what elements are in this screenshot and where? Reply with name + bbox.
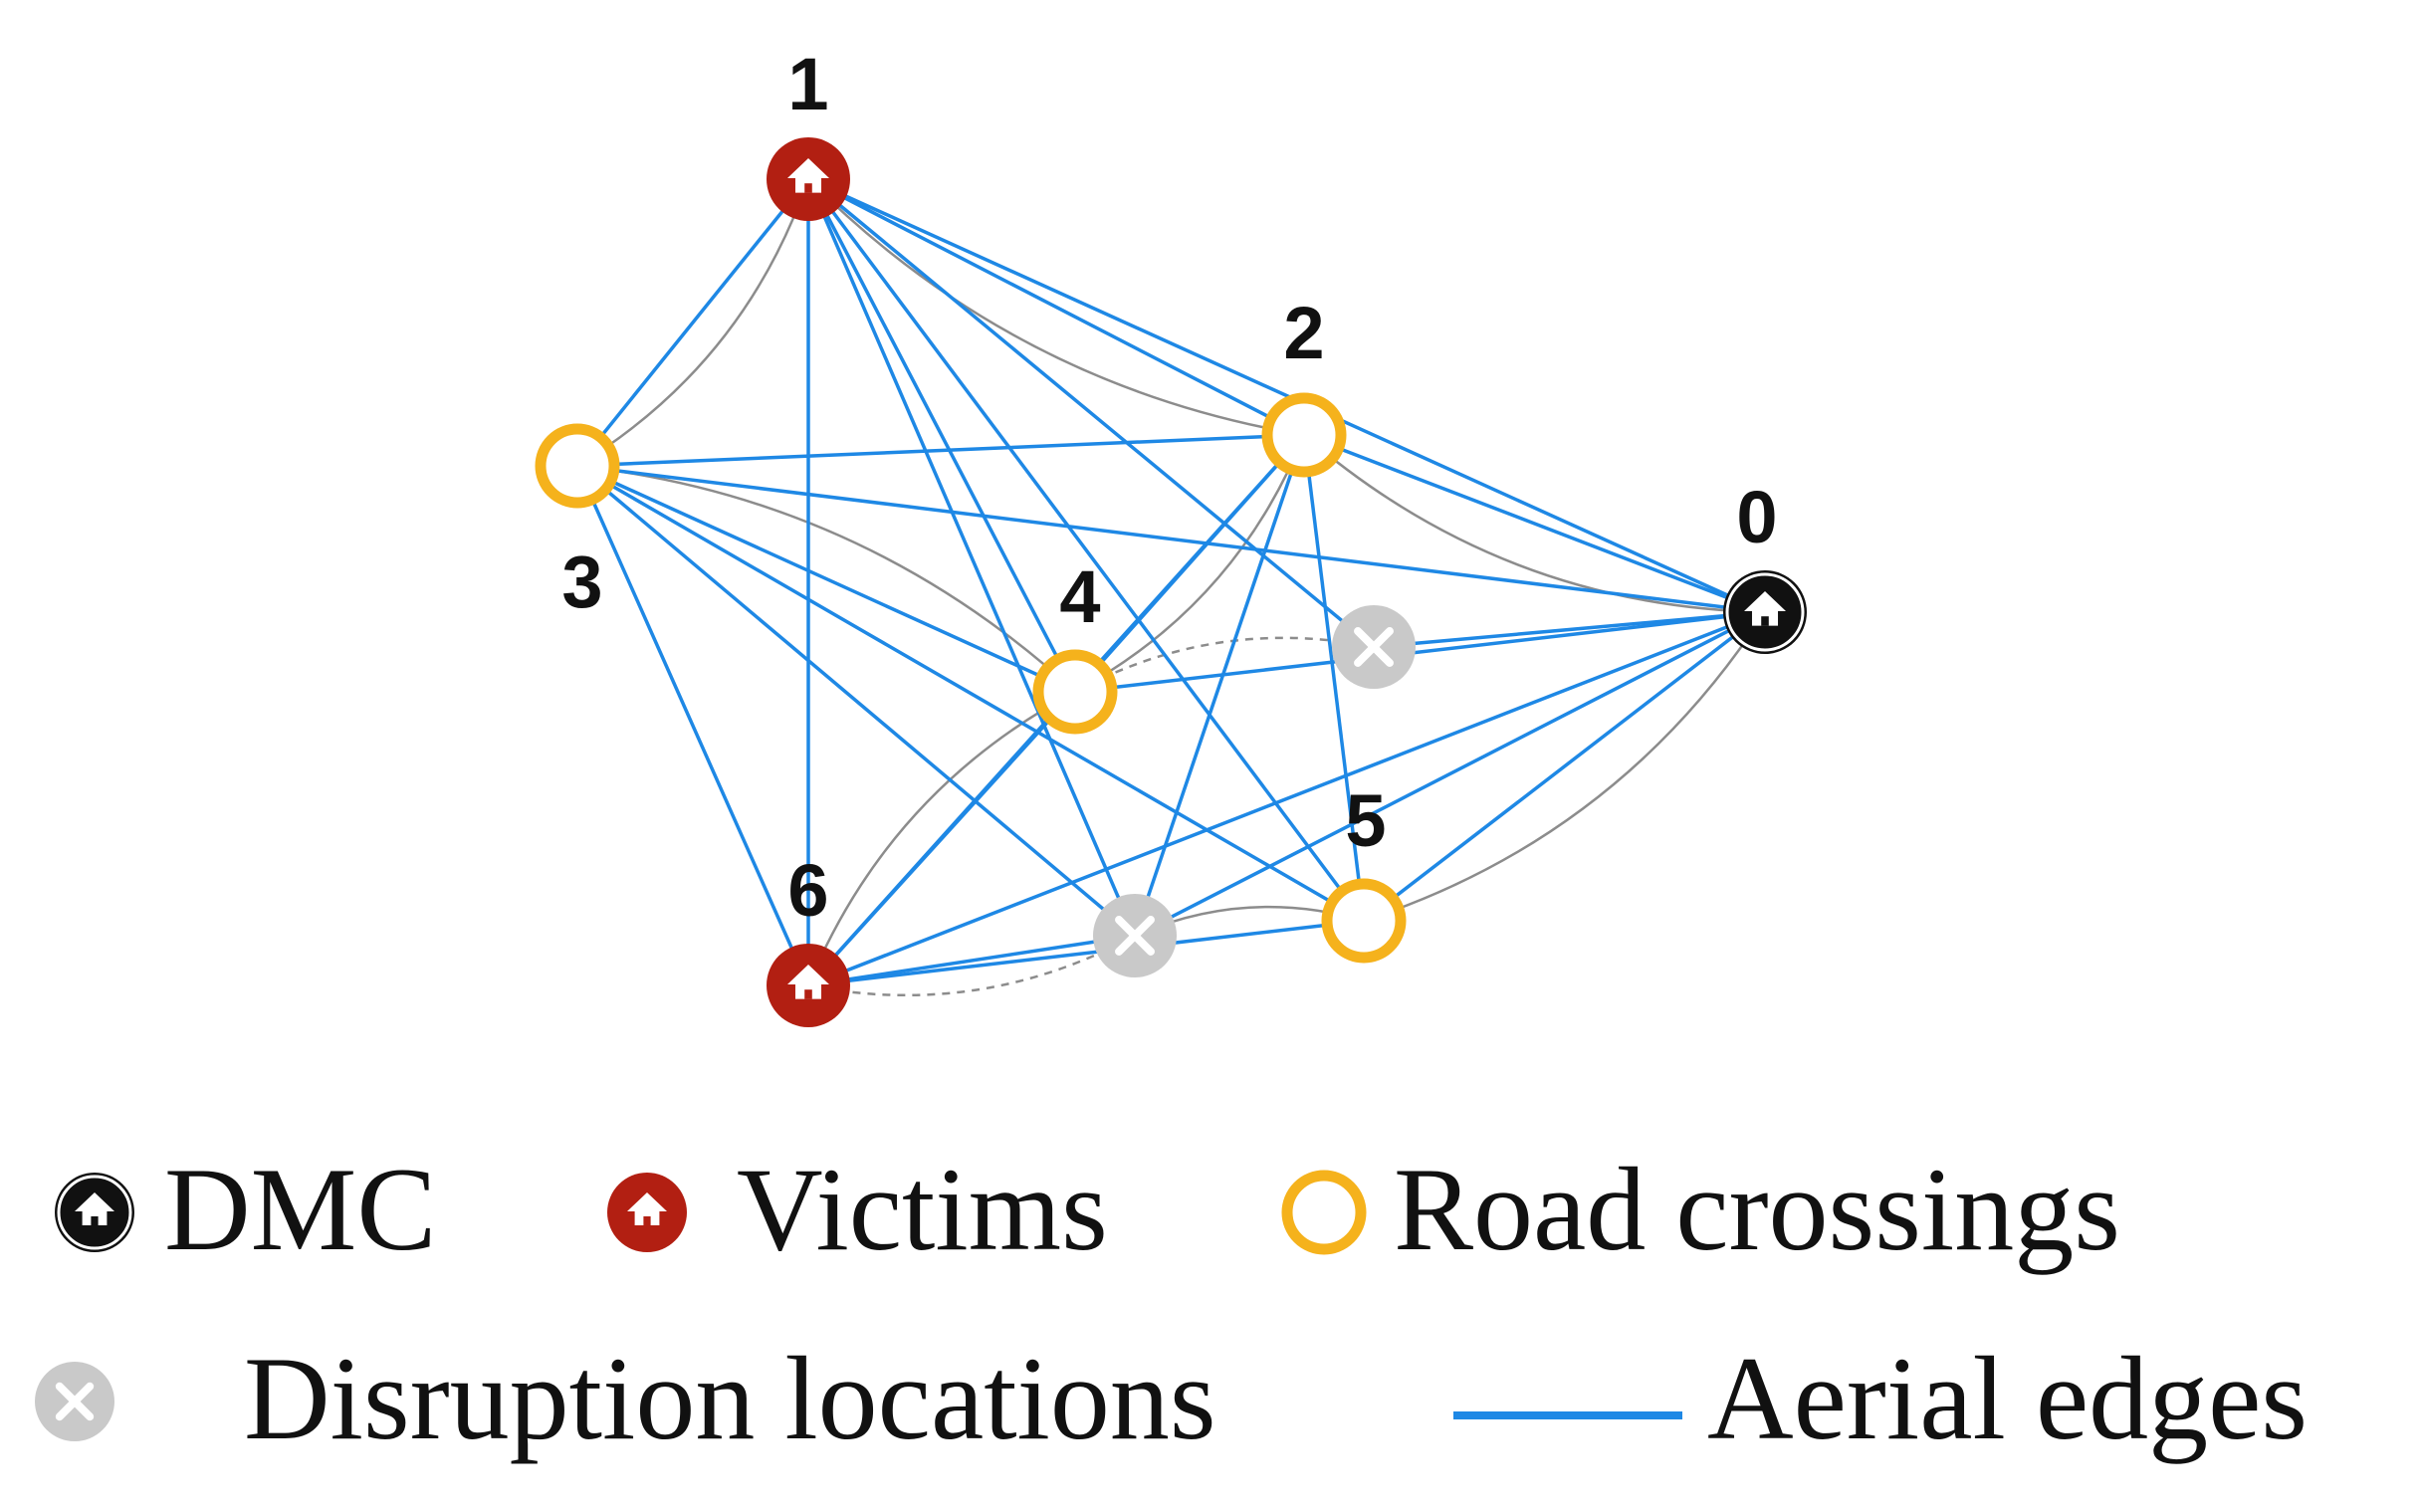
aerial-edge [1373,610,1766,649]
aerial-edge [807,177,1766,614]
node-crossing-3 [535,423,620,509]
aerial-edge [806,690,1077,987]
aerial-edge [576,433,1305,468]
legend-item-aerial-edges: Aerial edges [1453,1332,2308,1464]
node-labels: 0 1 2 3 4 5 6 [561,43,1777,932]
legend-item-victims: Victims [607,1143,1108,1275]
victim-home-icon [607,1173,687,1252]
house-shape [1744,591,1786,626]
house-ring [1725,572,1805,652]
node-victim-1 [767,137,850,221]
house-ring [57,1175,132,1250]
house-shape [627,1192,667,1225]
aerial-edge [806,178,1077,693]
house-door [643,1216,651,1225]
node-disruption-d2 [1093,894,1177,977]
legend-victims-label: Victims [737,1143,1108,1275]
node-label-5: 5 [1345,779,1386,862]
aerial-edge [576,464,1076,694]
crossing-ring [1261,392,1347,478]
aerial-edge [575,177,810,468]
aerial-edges [575,177,1767,987]
aerial-edge [806,177,1376,649]
nodes [535,137,1807,1027]
legend-disruption-label: Disruption locations [244,1332,1216,1464]
disruption-close-icon [35,1362,114,1441]
aerial-edge [1362,610,1767,923]
cross-stroke [1115,916,1155,956]
road-crossing-ring-icon [1281,1170,1367,1255]
aerial-edge [1303,433,1766,614]
house-shape [787,158,829,193]
aerial-edge [576,464,1365,923]
aerial-edge [806,177,1366,923]
node-victim-6 [767,944,850,1027]
crossing-ring [1321,878,1407,964]
house-door [804,989,812,999]
aerial-edge [1134,610,1766,938]
road-edge [1303,434,1766,614]
legend-item-disruption: Disruption locations [35,1332,1216,1464]
aerial-edge [807,177,1305,437]
node-crossing-4 [1032,649,1118,735]
road-edge [807,934,1136,996]
crossing-ring [535,423,620,509]
road-edge [1074,636,1375,694]
road-edge [1074,434,1306,694]
aerial-edge [1074,610,1766,694]
legend-aerial-edges-label: Aerial edges [1707,1332,2308,1464]
node-label-0: 0 [1736,476,1777,558]
aerial-edge [807,919,1365,987]
road-edge [576,464,1076,693]
node-label-2: 2 [1283,292,1324,374]
aerial-edge [575,465,810,986]
node-label-1: 1 [787,43,828,125]
house-door [1761,616,1769,626]
node-label-6: 6 [787,849,828,932]
road-edge [807,178,1305,437]
legend-dmc-label: DMC [164,1143,436,1275]
legend-item-road-crossings: Road crossings [1281,1143,2120,1275]
legend: DMC Victims Road crossings Disruption lo… [35,1143,2308,1464]
aerial-edge [576,464,1766,614]
house-door [91,1216,99,1225]
road-edges [576,178,1767,996]
aerial-edge [807,934,1136,987]
cross-stroke [55,1382,95,1421]
node-crossing-5 [1321,878,1407,964]
node-label-3: 3 [561,540,602,623]
node-disruption-d1 [1332,605,1416,689]
house-shape [787,965,829,999]
crossing-ring [1281,1170,1367,1255]
road-edge [1363,611,1767,923]
legend-item-dmc: DMC [55,1143,436,1275]
aerial-edge [575,464,1137,938]
aerial-edge [1073,433,1306,694]
dmc-home-icon [55,1173,134,1252]
crossing-ring [1032,649,1118,735]
road-edge [576,178,810,468]
cross-stroke [1354,627,1394,667]
house-shape [75,1192,114,1225]
road-edge [806,690,1076,986]
legend-road-crossings-label: Road crossings [1394,1143,2120,1275]
aerial-edge [807,610,1766,987]
node-dmc-0 [1723,570,1807,654]
aerial-edge [806,178,1137,937]
node-crossing-2 [1261,392,1347,478]
aerial-edge [1133,434,1306,937]
node-label-4: 4 [1059,555,1100,638]
aerial-edge [1302,434,1366,922]
house-door [804,183,812,193]
